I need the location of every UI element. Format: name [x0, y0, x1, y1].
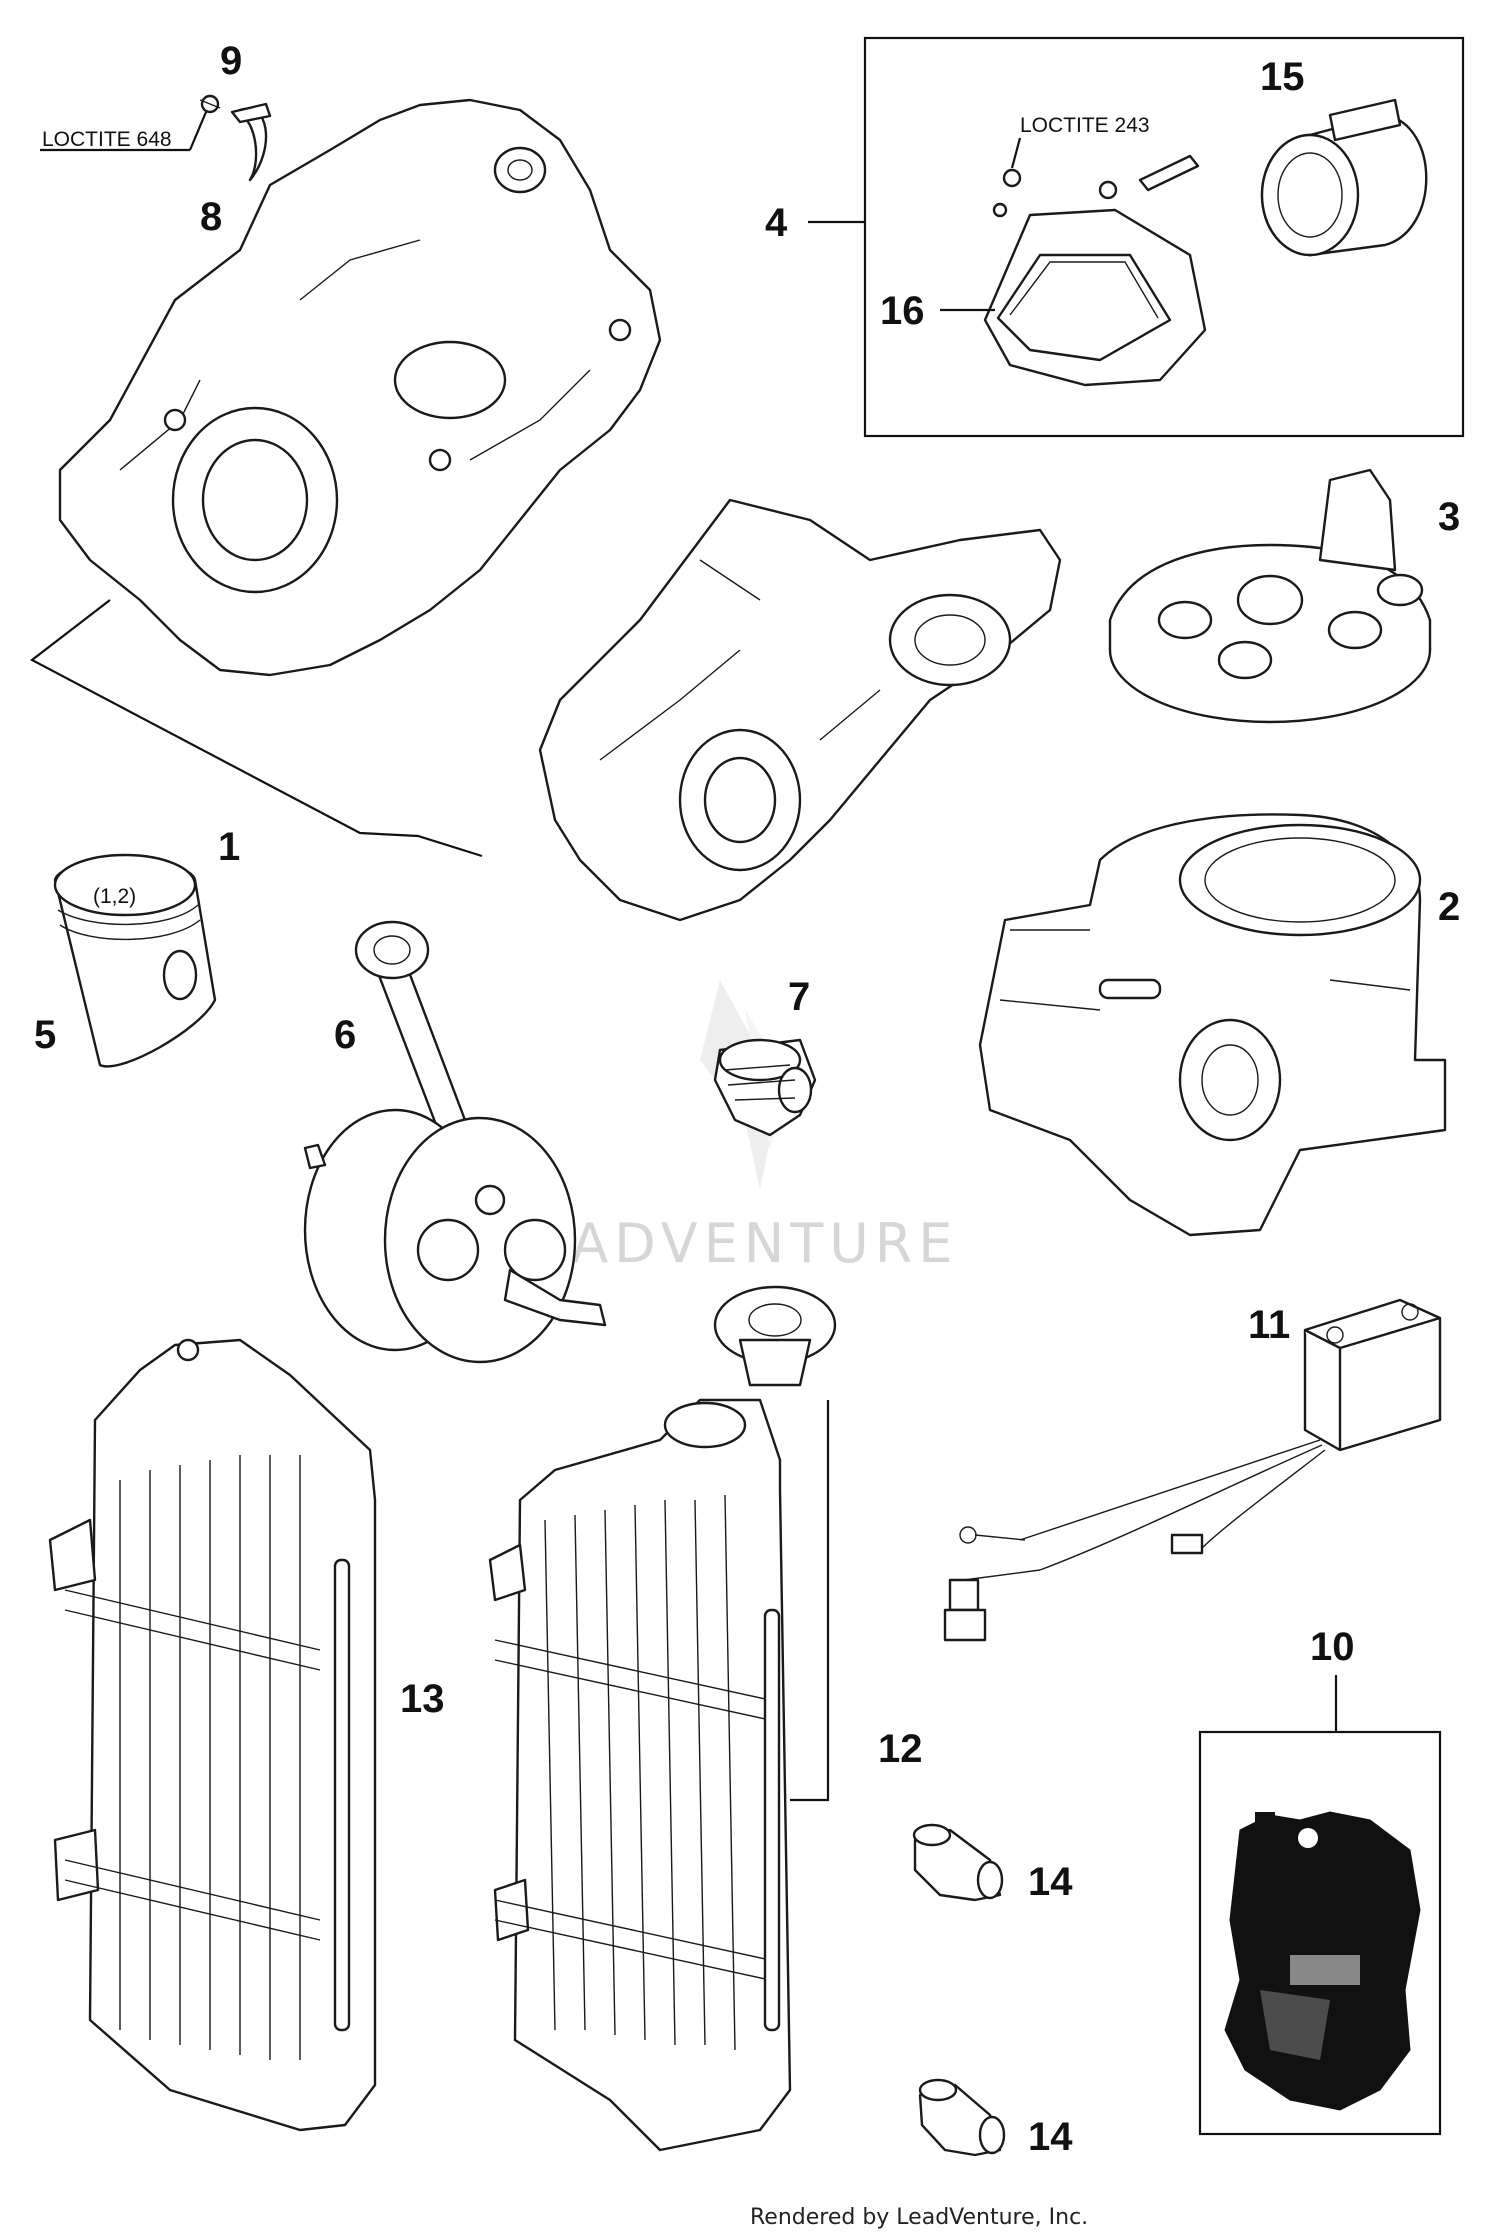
part-12-radiator-cap[interactable]: [713, 1285, 837, 1387]
callout-9[interactable]: 9: [220, 39, 242, 83]
callout-11[interactable]: 11: [1248, 1303, 1290, 1347]
part-13-left-radiator[interactable]: [48, 1338, 377, 2132]
part-12-right-radiator[interactable]: [488, 1398, 792, 2152]
part-7-impeller[interactable]: [713, 1038, 817, 1137]
part-14-fitting-upper[interactable]: [912, 1823, 1004, 1902]
part-6-crankshaft[interactable]: [303, 920, 607, 1364]
callout-14-lower[interactable]: 14: [1028, 2115, 1073, 2159]
callout-1[interactable]: 1: [218, 825, 240, 869]
callout-6[interactable]: 6: [334, 1013, 356, 1057]
callout-3[interactable]: 3: [1438, 495, 1460, 539]
part-15-intake-boot[interactable]: [1260, 98, 1428, 257]
footer-credit: Rendered by LeadVenture, Inc.: [750, 2205, 1088, 2230]
part-3-cylinder-head[interactable]: [1108, 468, 1432, 724]
loctite-243-note: LOCTITE 243: [1020, 114, 1150, 137]
part-10-complete-engine[interactable]: [1224, 1811, 1421, 2111]
callout-2[interactable]: 2: [1438, 885, 1460, 929]
piston-size-marking: (1,2): [93, 885, 136, 908]
callout-12[interactable]: 12: [878, 1727, 923, 1771]
part-4-reed-valve-box: [863, 36, 1465, 438]
callout-4[interactable]: 4: [765, 201, 788, 245]
callout-15[interactable]: 15: [1260, 55, 1305, 99]
callout-5[interactable]: 5: [34, 1013, 56, 1057]
leader-12: [790, 1400, 830, 1802]
part-5-piston[interactable]: [53, 853, 217, 1068]
part-1-right-crankcase[interactable]: [538, 498, 1062, 922]
part-1-left-crankcase[interactable]: [58, 98, 662, 677]
part-11-cdi-unit[interactable]: [943, 1298, 1442, 1642]
callout-8[interactable]: 8: [200, 195, 222, 239]
loctite-648-note: LOCTITE 648: [42, 128, 172, 151]
callout-14-upper[interactable]: 14: [1028, 1860, 1073, 1904]
part-14-fitting-lower[interactable]: [918, 2078, 1006, 2157]
part-2-cylinder[interactable]: [978, 813, 1447, 1237]
callout-13[interactable]: 13: [400, 1677, 445, 1721]
callout-7[interactable]: 7: [788, 975, 810, 1019]
part-8-9-clip-screw[interactable]: [199, 94, 272, 182]
callout-10[interactable]: 10: [1310, 1625, 1355, 1669]
part-10-engine-box: [1198, 1730, 1442, 2136]
leader-1: [29, 599, 483, 858]
callout-16[interactable]: 16: [880, 289, 925, 333]
part-16-reed-valve[interactable]: [983, 154, 1207, 387]
